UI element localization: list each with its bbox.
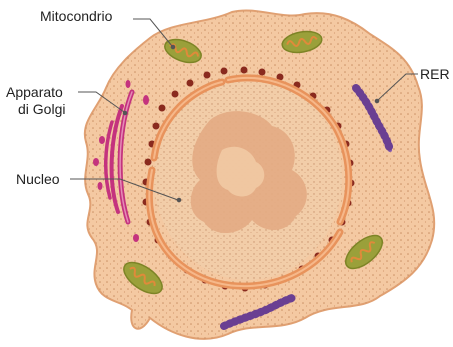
- label-nucleus: Nucleo: [16, 171, 60, 187]
- label-golgi-line1: Apparato: [6, 84, 63, 100]
- label-mitochondrion: Mitocondrio: [40, 8, 112, 24]
- label-golgi-line2: di Golgi: [18, 101, 65, 117]
- label-rer: RER: [420, 66, 450, 82]
